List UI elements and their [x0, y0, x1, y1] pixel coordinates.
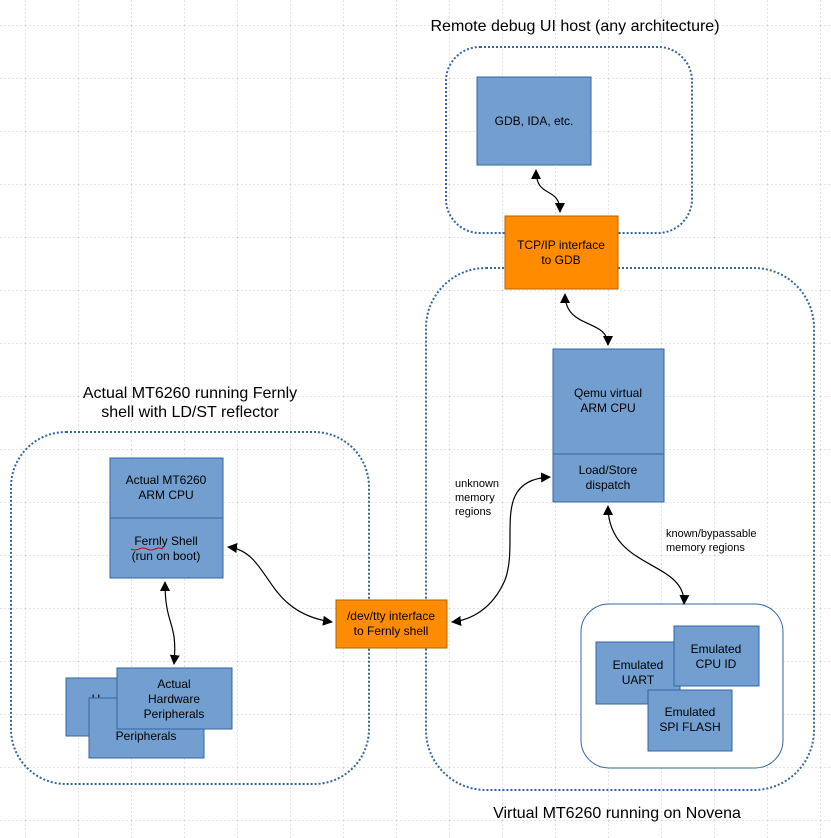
qemu-label-line2: ARM CPU [580, 401, 635, 415]
known-regions-label-line2: memory regions [666, 542, 745, 554]
gdb-box [476, 76, 592, 166]
loadstore-label-line2: dispatch [586, 478, 631, 492]
hw-peripherals-mid-label: Peripherals [116, 729, 177, 743]
emulated-cpuid-box [673, 625, 760, 687]
hw-peripherals-front-label-line3: Peripherals [144, 707, 205, 721]
known-regions-label-line1: known/bypassable [666, 528, 757, 540]
emulated-uart-label-line2: UART [622, 673, 655, 687]
loadstore-devtty-connector [451, 472, 551, 626]
virtual-mt6260-region [425, 267, 815, 791]
devtty-label-line1: /dev/tty interface [347, 609, 435, 623]
actual-mt6260-title-line1: Actual MT6260 running Fernly [83, 385, 297, 402]
tcpip-interface-box [504, 215, 619, 290]
unknown-regions-label-line2: memory [455, 492, 495, 504]
emulated-spi-flash-label-line2: SPI FLASH [659, 720, 720, 734]
actual-cpu-label-line1: Actual MT6260 [126, 473, 207, 487]
fernly-shell-label-line2: (run on boot) [132, 549, 201, 563]
unknown-regions-label-line3: regions [455, 506, 492, 518]
emulated-cpuid-label-line2: CPU ID [696, 657, 737, 671]
virtual-mt6260-title: Virtual MT6260 running on Novena [493, 805, 741, 822]
hw-peripherals-front-label-line2: Hardware [148, 692, 200, 706]
gdb-label: GDB, IDA, etc. [495, 114, 574, 128]
loadstore-label-line1: Load/Store [579, 463, 638, 477]
tcpip-label-line2: to GDB [541, 253, 580, 267]
unknown-regions-label-line1: unknown [455, 478, 499, 490]
tcpip-label-line1: TCP/IP interface [517, 238, 605, 252]
devtty-interface-box [335, 599, 448, 649]
qemu-label-line1: Qemu virtual [574, 386, 642, 400]
emulated-spi-flash-label-line1: Emulated [665, 705, 716, 719]
hw-peripherals-front-label-line1: Actual [157, 677, 190, 691]
remote-host-region [445, 46, 693, 234]
actual-cpu-label-line2: ARM CPU [138, 488, 193, 502]
emulated-cpuid-label-line1: Emulated [691, 642, 742, 656]
spellcheck-underline [130, 547, 164, 551]
fernly-devtty-connector [227, 543, 333, 626]
fernly-shell-label-line1: Fernly Shell [134, 534, 197, 548]
devtty-label-line2: to Fernly shell [354, 624, 429, 638]
actual-mt6260-region [10, 431, 370, 785]
actual-mt6260-title-line2: shell with LD/ST reflector [101, 404, 279, 421]
hw-peripherals-front-box [116, 667, 233, 730]
remote-host-title: Remote debug UI host (any architecture) [430, 18, 719, 35]
gdb-tcp-connector [531, 169, 565, 213]
loadstore-emulated-connector [603, 505, 690, 605]
emulated-spi-flash-box [647, 689, 733, 752]
qemu-cpu-box [552, 348, 665, 503]
tcp-qemu-connector [560, 293, 613, 346]
cpu-hardware-connector [160, 581, 180, 665]
emulated-uart-label-line1: Emulated [613, 658, 664, 672]
